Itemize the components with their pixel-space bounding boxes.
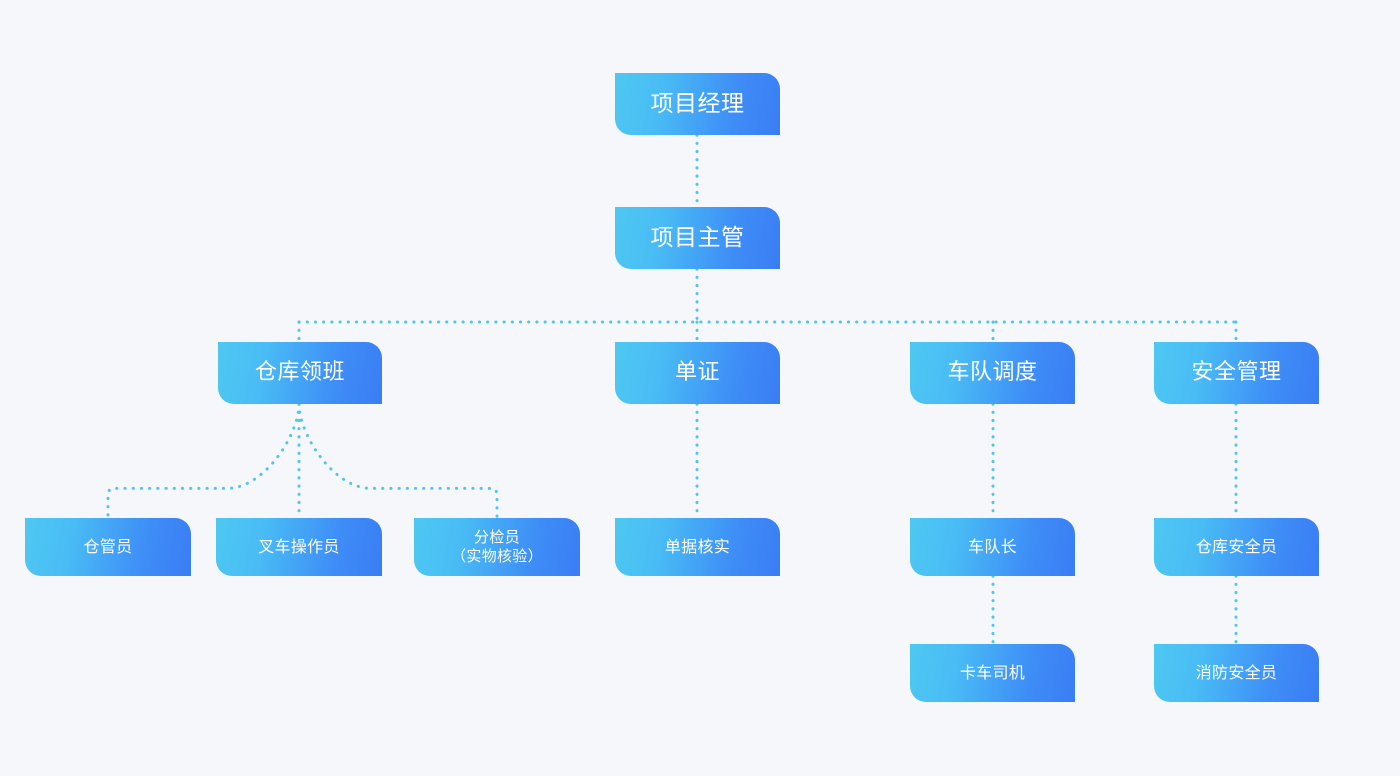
connector-foreman-to-sorter — [297, 402, 499, 520]
node-fire-safety[interactable]: 消防安全员 — [1154, 644, 1319, 702]
node-fleet-dispatch[interactable]: 车队调度 — [910, 342, 1075, 404]
connector-foreman-to-keeper — [106, 402, 301, 520]
node-truck-driver[interactable]: 卡车司机 — [910, 644, 1075, 702]
node-document-verify[interactable]: 单据核实 — [615, 518, 780, 576]
node-project-director[interactable]: 项目主管 — [615, 207, 780, 269]
node-warehouse-foreman[interactable]: 仓库领班 — [218, 342, 382, 404]
node-warehouse-keeper[interactable]: 仓管员 — [25, 518, 191, 576]
node-warehouse-safety[interactable]: 仓库安全员 — [1154, 518, 1319, 576]
node-fleet-captain[interactable]: 车队长 — [910, 518, 1075, 576]
node-safety-management[interactable]: 安全管理 — [1154, 342, 1319, 404]
node-sorter-inspector[interactable]: 分检员 （实物核验） — [414, 518, 580, 576]
node-forklift-operator[interactable]: 叉车操作员 — [216, 518, 382, 576]
node-documentation[interactable]: 单证 — [615, 342, 780, 404]
node-project-manager[interactable]: 项目经理 — [615, 73, 780, 135]
